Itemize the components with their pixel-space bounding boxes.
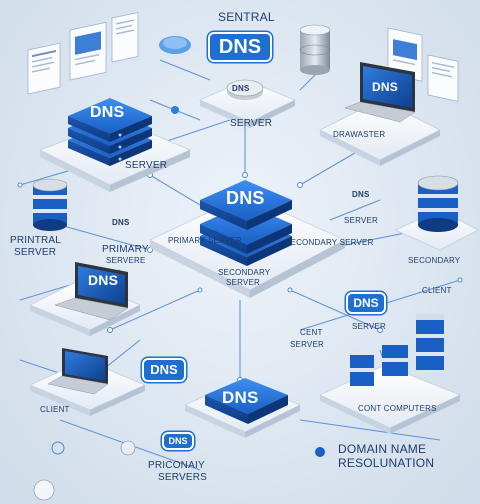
- left-dns-small: DNS: [112, 218, 130, 227]
- left-printral-server: SERVER: [14, 247, 56, 258]
- center-bottom-server: SERVER: [226, 278, 260, 287]
- cloud-icon: [159, 36, 191, 54]
- bottom-primary: PRICONAIY: [148, 460, 205, 471]
- right-server-small: SERVER: [344, 216, 378, 225]
- mid-mini-cent: CENT: [300, 328, 323, 337]
- center-primary-server: PRIMARY SERVER: [168, 236, 242, 245]
- left-database-icon: [33, 179, 67, 231]
- bottom-small-dns-badge: DNS: [162, 432, 194, 450]
- center-secondary-server: SECONDARY SERVER: [285, 238, 374, 247]
- top-right-caption: DRAWASTER: [333, 130, 385, 139]
- left-printral: PRINTRAL: [10, 235, 61, 246]
- top-right-laptop-dns: DNS: [372, 80, 398, 94]
- mid-mini-server: SERVER: [290, 340, 324, 349]
- center-bottom-secondary: SECONDARY: [218, 268, 270, 277]
- top-right-database-icon: [300, 25, 330, 75]
- left-stack-server: SERVER: [125, 160, 167, 171]
- left-primary-servere: SERVERE: [106, 256, 146, 265]
- bottom-center-dns: DNS: [222, 388, 259, 408]
- left-stack-dns: DNS: [90, 104, 124, 122]
- right-mid-client: CLIENT: [422, 286, 452, 295]
- left-primary: PRIMARY: [102, 244, 149, 255]
- top-server-label: SERVER: [230, 118, 272, 129]
- bottom-right-caption: CONT COMPUTERS: [358, 404, 437, 413]
- link-grid-6: [160, 60, 210, 80]
- domain-name-label: DOMAIN NAME: [338, 442, 426, 456]
- top-title: SENTRAL: [218, 10, 275, 24]
- right-dns-small: DNS: [352, 190, 370, 199]
- bottom-left-caption: CLIENT: [40, 405, 70, 414]
- bottom-primary-servers: SERVERS: [158, 472, 207, 483]
- right-mid-dns-badge: DNS: [346, 292, 386, 314]
- link-top-right-center: [300, 150, 360, 185]
- right-database-icon: [418, 176, 458, 232]
- right-mid-server: SERVER: [352, 322, 386, 331]
- center-dns: DNS: [226, 188, 265, 209]
- top-server-badge: DNS: [232, 84, 250, 93]
- left-laptop-dns: DNS: [88, 272, 118, 288]
- bottom-left-dns-badge: DNS: [142, 358, 186, 382]
- domain-resolution-label: RESOLUNATION: [338, 456, 434, 470]
- top-dns-badge: DNS: [208, 32, 272, 62]
- right-secondary: SECONDARY: [408, 256, 460, 265]
